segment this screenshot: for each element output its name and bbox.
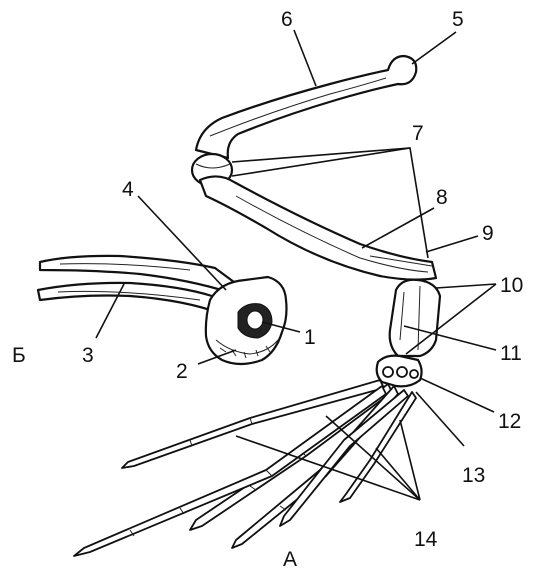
label-11: 11 [500,342,522,365]
radioulna-bone [200,176,436,279]
label-4: 4 [122,178,134,201]
label-10: 10 [500,274,523,297]
label-13: 13 [462,464,485,487]
coracoid-bone [38,283,230,314]
label-12: 12 [498,410,521,433]
label-14: 14 [414,528,438,551]
label-panel-b: Б [12,344,26,367]
phalanges [74,380,416,556]
leader-5 [412,32,456,64]
label-7: 7 [412,122,424,145]
leader-13 [416,392,464,446]
label-9: 9 [482,222,494,245]
leader-10a [436,284,496,288]
pectoral-girdle-figure [38,256,287,364]
leader-12 [420,378,494,412]
label-panel-a: А [283,548,297,571]
label-3: 3 [82,344,94,367]
label-8: 8 [436,186,448,209]
humerus-bone [196,56,416,158]
label-1: 1 [304,326,316,349]
leader-7b [232,148,410,176]
label-6: 6 [281,8,293,31]
label-5: 5 [452,8,464,31]
leader-9 [426,236,478,252]
label-2: 2 [176,360,188,383]
leader-6 [294,30,316,86]
carpal-bones [390,280,440,356]
